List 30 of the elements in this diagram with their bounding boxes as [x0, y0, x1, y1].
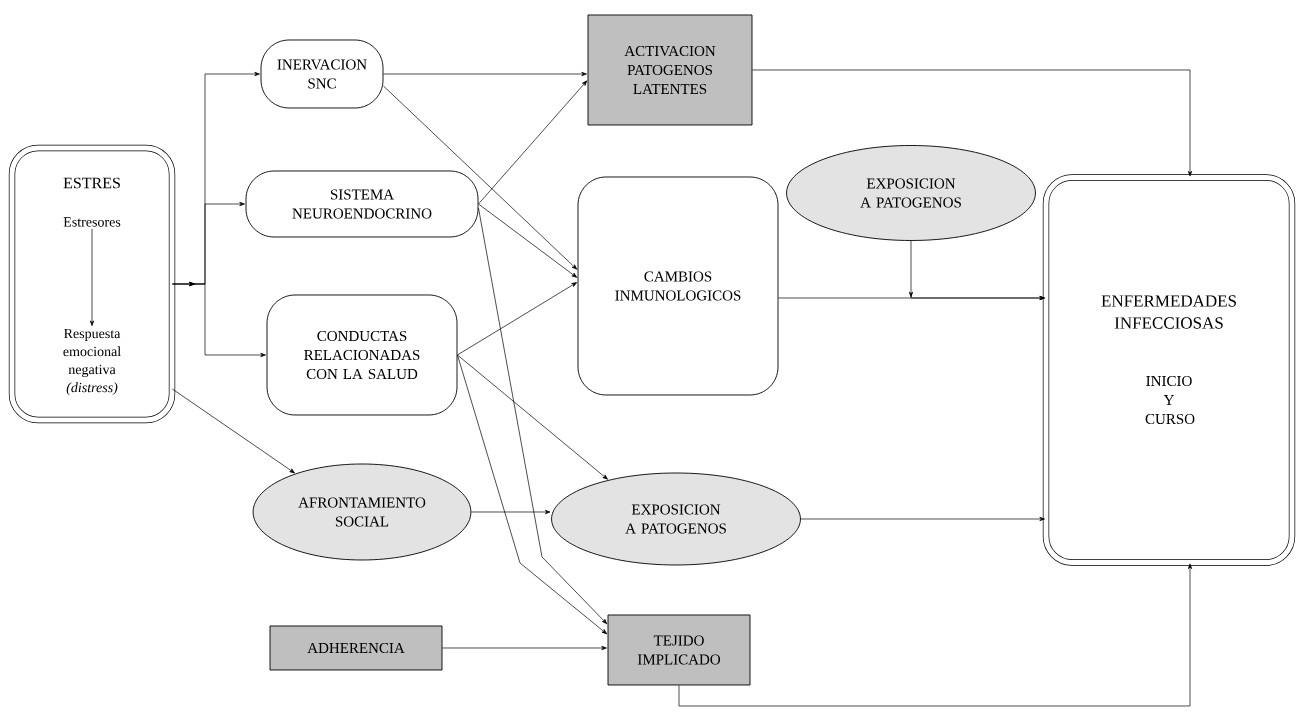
- ellipse-node: EXPOSICION A PATOGENOS: [551, 472, 801, 566]
- shaded-box: ADHERENCIA: [269, 625, 443, 671]
- arrow: [457, 354, 608, 635]
- arrow: [442, 645, 607, 651]
- text-label: Respuesta emocional negativa (distress): [63, 328, 121, 396]
- double-bordered-box: ENFERMEDADES INFECCIOSAS INICIO Y CURSO: [1042, 174, 1296, 566]
- ellipse-node: EXPOSICION A PATOGENOS: [786, 145, 1036, 241]
- arrow: [383, 85, 578, 270]
- arrow: [172, 281, 266, 358]
- arrow: [752, 69, 1193, 177]
- arrow: [457, 354, 608, 480]
- rounded-box: INERVACION SNC: [260, 39, 384, 109]
- arrow: [478, 203, 578, 278]
- arrow: [457, 282, 577, 356]
- arrow: [478, 207, 608, 625]
- rounded-box: CAMBIOS INMUNOLOGICOS: [577, 176, 779, 396]
- text-label: Estresores: [63, 217, 121, 227]
- rounded-box: CONDUCTAS RELACIONADAS CON LA SALUD: [266, 294, 458, 416]
- shaded-box: TEJIDO IMPLICADO: [607, 614, 751, 686]
- arrow: [678, 563, 1193, 707]
- arrow: [89, 228, 95, 327]
- arrow: [478, 80, 588, 205]
- arrow: [172, 388, 295, 474]
- arrow: [383, 71, 587, 77]
- arrow: [800, 516, 1045, 522]
- rounded-box: SISTEMA NEUROENDOCRINO: [245, 170, 479, 238]
- arrow: [471, 509, 551, 515]
- arrow: [908, 240, 1045, 301]
- ellipse-node: AFRONTAMIENTO SOCIAL: [252, 463, 472, 561]
- shaded-box: ACTIVACION PATOGENOS LATENTES: [587, 14, 753, 126]
